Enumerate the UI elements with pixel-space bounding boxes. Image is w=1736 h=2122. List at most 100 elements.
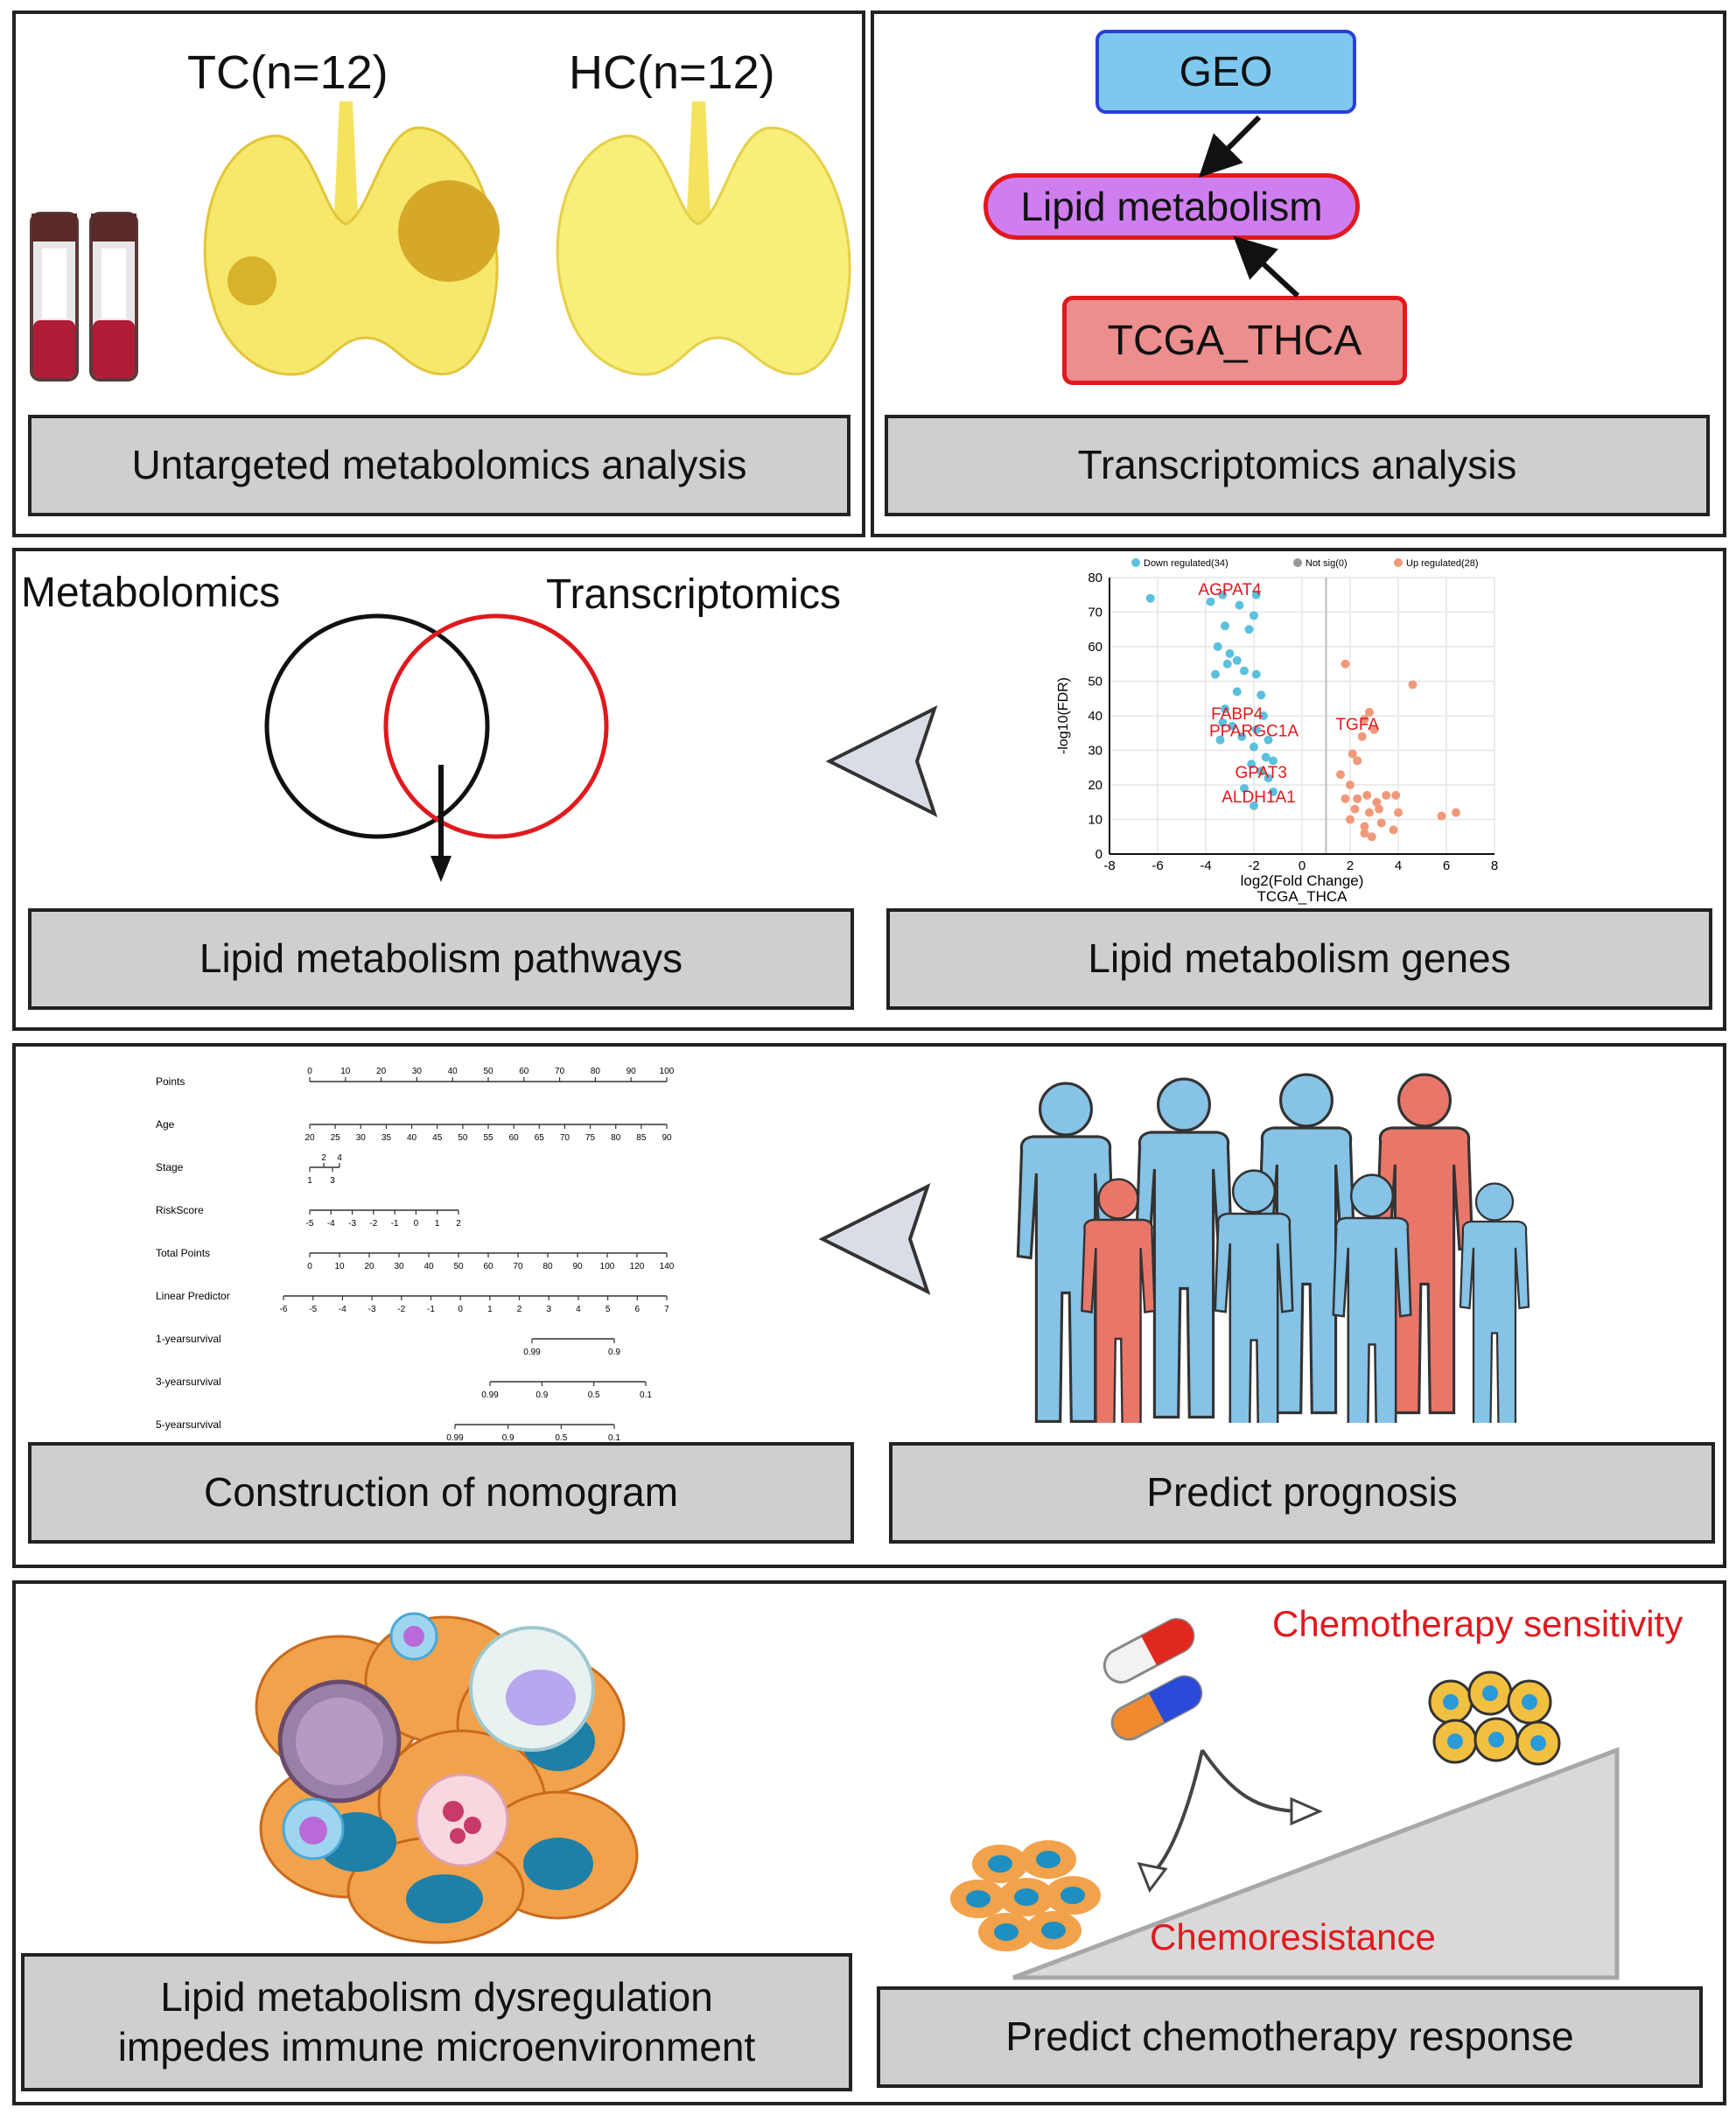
nomogram-row-label: Age bbox=[156, 1118, 175, 1131]
legend-marker bbox=[1394, 558, 1403, 567]
nomogram-tick: 70 bbox=[513, 1262, 523, 1271]
data-point bbox=[1221, 621, 1229, 631]
immune-microenvironment-illustration bbox=[255, 1612, 639, 1944]
nomogram-tick: -2 bbox=[397, 1305, 405, 1314]
nomogram-tick: 100 bbox=[600, 1262, 615, 1271]
x-tick-label: -2 bbox=[1248, 858, 1259, 873]
person-icon bbox=[1375, 1073, 1474, 1415]
data-point bbox=[1232, 687, 1242, 697]
nomogram-row-label: Linear Predictor bbox=[156, 1290, 230, 1302]
arrow-geo-to-lipid bbox=[1199, 115, 1262, 178]
nomogram-tick: 50 bbox=[458, 1133, 468, 1143]
nomogram-tick: -4 bbox=[327, 1219, 335, 1229]
gene-label: TGFA bbox=[1335, 716, 1379, 734]
data-point bbox=[1346, 815, 1354, 824]
data-point bbox=[1376, 818, 1386, 828]
x-tick-label: 2 bbox=[1347, 858, 1354, 873]
nomogram-tick: 0.9 bbox=[502, 1433, 514, 1443]
nomogram-tick: 90 bbox=[572, 1262, 583, 1271]
nomogram-tick: 80 bbox=[591, 1067, 601, 1076]
x-tick-label: -6 bbox=[1152, 858, 1163, 873]
data-point bbox=[1394, 808, 1403, 817]
nomogram-tick: -1 bbox=[391, 1219, 399, 1229]
data-point bbox=[1353, 756, 1362, 766]
nomogram-row-label: 3-yearsurvival bbox=[156, 1376, 221, 1388]
data-point bbox=[1250, 611, 1258, 620]
nomogram-tick: 80 bbox=[611, 1133, 621, 1143]
chemoresistance-label: Chemoresistance bbox=[1150, 1916, 1436, 1957]
nomogram-tick: 50 bbox=[483, 1067, 494, 1076]
blood-tube-icon bbox=[30, 212, 79, 382]
person-icon bbox=[1214, 1169, 1294, 1423]
nomogram-tick: 60 bbox=[519, 1067, 529, 1076]
data-point bbox=[1360, 829, 1369, 838]
data-point bbox=[1360, 714, 1369, 724]
person-icon bbox=[1081, 1178, 1156, 1423]
nomogram-tick: 70 bbox=[560, 1133, 570, 1143]
person-icon bbox=[1134, 1077, 1234, 1419]
nomogram-tick: 1 bbox=[435, 1219, 440, 1229]
geo-node: GEO bbox=[1096, 30, 1356, 114]
hc-label: HC(n=12) bbox=[569, 46, 775, 99]
data-point bbox=[1256, 767, 1266, 776]
data-point bbox=[1264, 774, 1273, 783]
nomogram-tick: 20 bbox=[376, 1067, 387, 1076]
nomogram-tick: 100 bbox=[660, 1067, 675, 1076]
caption-transcriptomics: Transcriptomics analysis bbox=[885, 415, 1710, 516]
legend-label: Down regulated(34) bbox=[1144, 558, 1228, 569]
nomogram-tick: 20 bbox=[364, 1262, 374, 1271]
data-point bbox=[1408, 680, 1418, 690]
nomogram-tick: 1 bbox=[487, 1305, 493, 1314]
pill-icon bbox=[1102, 1618, 1203, 1741]
nomogram-tick: 0.99 bbox=[481, 1390, 499, 1400]
data-point bbox=[1250, 801, 1258, 810]
lipid-metabolism-node: Lipid metabolism bbox=[984, 173, 1360, 240]
data-point bbox=[1251, 669, 1261, 679]
data-point bbox=[1375, 804, 1383, 814]
y-tick-label: 80 bbox=[1088, 571, 1102, 585]
data-point bbox=[1340, 794, 1350, 803]
data-point bbox=[1437, 811, 1446, 821]
legend-label: Up regulated(28) bbox=[1406, 558, 1479, 569]
data-point bbox=[1218, 590, 1228, 599]
person-icon bbox=[1459, 1182, 1530, 1423]
nomogram-tick: 20 bbox=[304, 1133, 315, 1143]
thyroid-healthy-icon bbox=[556, 102, 851, 376]
data-point bbox=[1382, 790, 1391, 800]
data-point bbox=[1256, 690, 1266, 700]
y-tick-label: 20 bbox=[1088, 778, 1102, 793]
nomogram-tick: 45 bbox=[432, 1133, 443, 1143]
nomogram-row-label: Stage bbox=[156, 1161, 184, 1173]
nomogram-row-label: 1-yearsurvival bbox=[156, 1333, 221, 1345]
nomogram-row-label: 5-yearsurvival bbox=[156, 1418, 221, 1431]
caption-lipid-genes: Lipid metabolism genes bbox=[886, 908, 1712, 1010]
metabolomics-circle bbox=[264, 613, 490, 839]
y-tick-label: 30 bbox=[1088, 744, 1102, 759]
resistant-cells-icon bbox=[950, 1840, 1101, 1951]
nomogram-tick: -5 bbox=[309, 1305, 317, 1314]
x-tick-label: 8 bbox=[1491, 858, 1498, 873]
y-tick-label: 0 bbox=[1096, 847, 1102, 862]
panel-transcriptomics: GEO Lipid metabolism TCGA_THCA Transcrip… bbox=[871, 11, 1726, 537]
legend-marker bbox=[1131, 558, 1140, 567]
nomogram-tick: 35 bbox=[382, 1133, 392, 1143]
nomogram-tick: 40 bbox=[448, 1067, 458, 1076]
data-point bbox=[1251, 590, 1261, 599]
data-point bbox=[1222, 659, 1232, 669]
nomogram-tick: 2 bbox=[517, 1305, 522, 1314]
nomogram-tick: 0 bbox=[458, 1305, 463, 1314]
sensitive-cells-icon bbox=[1428, 1670, 1561, 1766]
chevron-arrow-icon bbox=[825, 705, 938, 817]
caption-predict-prognosis: Predict prognosis bbox=[889, 1442, 1715, 1544]
panel-immune-chemo-row: Chemotherapy sensitivity bbox=[12, 1580, 1726, 2105]
data-point bbox=[1221, 704, 1229, 714]
nomogram-tick: 30 bbox=[412, 1067, 423, 1076]
data-point bbox=[1228, 721, 1237, 731]
nomogram-tick: 65 bbox=[535, 1133, 545, 1143]
data-point bbox=[1261, 753, 1270, 762]
data-point bbox=[1213, 642, 1222, 651]
nomogram-tick: 5 bbox=[606, 1305, 611, 1314]
